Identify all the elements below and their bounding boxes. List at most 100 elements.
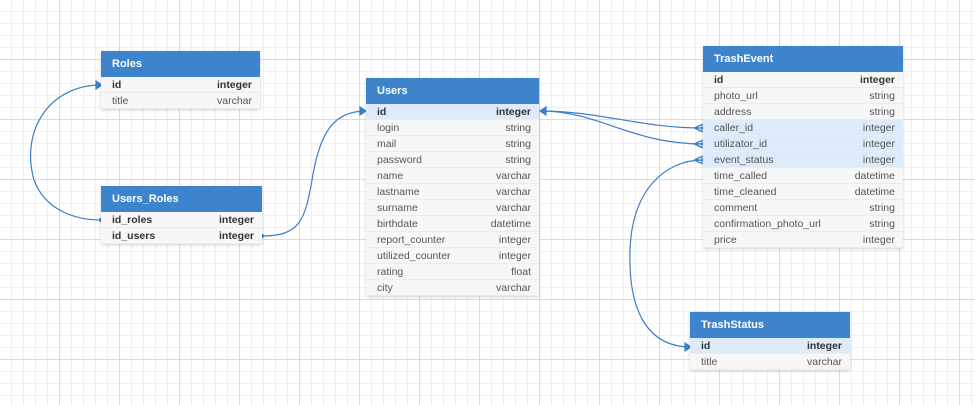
field-type: string: [505, 122, 531, 134]
field-row-trash-event-price[interactable]: price integer: [703, 232, 903, 248]
field-type: integer: [216, 79, 252, 91]
field-type: integer: [498, 250, 531, 262]
field-row-trash-event-time-cleaned[interactable]: time_cleaned datetime: [703, 184, 903, 200]
field-row-roles-title[interactable]: title varchar: [101, 93, 260, 109]
crowfoot-caller-id-circle: [696, 124, 704, 132]
field-name: time_cleaned: [714, 186, 777, 198]
field-type: integer: [806, 340, 842, 352]
field-row-roles-id[interactable]: id integer: [101, 77, 260, 93]
link-users-right-arrowhead: [538, 105, 547, 117]
link-users-caller-id[interactable]: [539, 110, 704, 129]
field-name: address: [714, 106, 752, 118]
field-name: id: [714, 74, 724, 86]
field-type: integer: [498, 234, 531, 246]
field-name: report_counter: [377, 234, 446, 246]
crowfoot-utilizator-id-circle: [696, 140, 704, 148]
field-type: integer: [218, 214, 254, 226]
entity-header-trash-event[interactable]: TrashEvent: [703, 46, 903, 72]
field-row-users-utilized-counter[interactable]: utilized_counter integer: [366, 248, 539, 264]
field-row-trash-event-address[interactable]: address string: [703, 104, 903, 120]
crowfoot-caller-id: [693, 123, 704, 133]
entity-roles[interactable]: Roles id integer title varchar: [101, 51, 260, 109]
field-row-trash-event-event-status[interactable]: event_status integer: [703, 152, 903, 168]
field-type: string: [869, 90, 895, 102]
field-row-users-surname[interactable]: surname varchar: [366, 200, 539, 216]
field-type: string: [869, 202, 895, 214]
field-type: datetime: [854, 186, 895, 198]
entity-trash-status[interactable]: TrashStatus id integer title varchar: [690, 312, 850, 370]
field-row-users-login[interactable]: login string: [366, 120, 539, 136]
field-row-trash-status-title[interactable]: title varchar: [690, 354, 850, 370]
field-name: utilized_counter: [377, 250, 451, 262]
field-row-users-lastname[interactable]: lastname varchar: [366, 184, 539, 200]
link-roles-users-roles[interactable]: [29, 84, 102, 221]
field-row-trash-event-utilizator-id[interactable]: utilizator_id integer: [703, 136, 903, 152]
field-type: varchar: [495, 282, 531, 294]
field-row-users-roles-id-roles[interactable]: id_roles integer: [101, 212, 262, 228]
field-name: id: [377, 106, 387, 118]
field-row-users-password[interactable]: password string: [366, 152, 539, 168]
crowfoot-utilizator-id: [693, 139, 704, 149]
field-name: event_status: [714, 154, 774, 166]
field-type: varchar: [216, 95, 252, 107]
field-type: varchar: [495, 186, 531, 198]
field-type: string: [505, 154, 531, 166]
link-users-utilizator-id[interactable]: [539, 110, 704, 145]
field-type: datetime: [854, 170, 895, 182]
field-name: utilizator_id: [714, 138, 768, 150]
field-type: varchar: [806, 356, 842, 368]
field-type: integer: [218, 230, 254, 242]
field-name: city: [377, 282, 393, 294]
field-row-trash-event-time-called[interactable]: time_called datetime: [703, 168, 903, 184]
field-type: integer: [862, 234, 895, 246]
entity-trash-event[interactable]: TrashEvent id integer photo_url string a…: [703, 46, 903, 248]
field-row-trash-event-id[interactable]: id integer: [703, 72, 903, 88]
crowfoot-event-status: [693, 155, 704, 165]
field-name: id: [112, 79, 122, 91]
field-name: time_called: [714, 170, 768, 182]
field-name: caller_id: [714, 122, 754, 134]
field-type: integer: [862, 122, 895, 134]
field-row-users-roles-id-users[interactable]: id_users integer: [101, 228, 262, 244]
entity-users[interactable]: Users id integer login string mail strin…: [366, 78, 539, 296]
field-name: mail: [377, 138, 397, 150]
field-type: varchar: [495, 202, 531, 214]
entity-header-roles[interactable]: Roles: [101, 51, 260, 77]
field-name: login: [377, 122, 400, 134]
field-name: photo_url: [714, 90, 758, 102]
field-name: lastname: [377, 186, 420, 198]
field-row-users-name[interactable]: name varchar: [366, 168, 539, 184]
field-name: password: [377, 154, 422, 166]
field-row-trash-event-photo-url[interactable]: photo_url string: [703, 88, 903, 104]
field-row-users-mail[interactable]: mail string: [366, 136, 539, 152]
field-name: birthdate: [377, 218, 418, 230]
entity-header-trash-status[interactable]: TrashStatus: [690, 312, 850, 338]
field-row-trash-status-id[interactable]: id integer: [690, 338, 850, 354]
field-name: comment: [714, 202, 758, 214]
field-name: surname: [377, 202, 418, 214]
field-row-trash-event-caller-id[interactable]: caller_id integer: [703, 120, 903, 136]
entity-users-roles[interactable]: Users_Roles id_roles integer id_users in…: [101, 186, 262, 244]
field-row-users-report-counter[interactable]: report_counter integer: [366, 232, 539, 248]
field-row-users-id[interactable]: id integer: [366, 104, 539, 120]
field-row-users-city[interactable]: city varchar: [366, 280, 539, 296]
crowfoot-event-status-circle: [696, 156, 704, 164]
field-row-users-rating[interactable]: rating float: [366, 264, 539, 280]
field-name: price: [714, 234, 737, 246]
field-name: id_users: [112, 230, 156, 242]
field-row-trash-event-comment[interactable]: comment string: [703, 200, 903, 216]
field-type: integer: [495, 106, 531, 118]
field-type: string: [505, 138, 531, 150]
entity-header-users-roles[interactable]: Users_Roles: [101, 186, 262, 212]
field-type: varchar: [495, 170, 531, 182]
field-type: datetime: [490, 218, 531, 230]
field-type: integer: [862, 138, 895, 150]
entity-header-users[interactable]: Users: [366, 78, 539, 104]
field-name: id: [701, 340, 711, 352]
field-name: id_roles: [112, 214, 153, 226]
field-row-trash-event-confirmation-photo-url[interactable]: confirmation_photo_url string: [703, 216, 903, 232]
field-type: string: [869, 106, 895, 118]
field-name: name: [377, 170, 404, 182]
field-row-users-birthdate[interactable]: birthdate datetime: [366, 216, 539, 232]
link-users-users-roles[interactable]: [261, 110, 367, 237]
